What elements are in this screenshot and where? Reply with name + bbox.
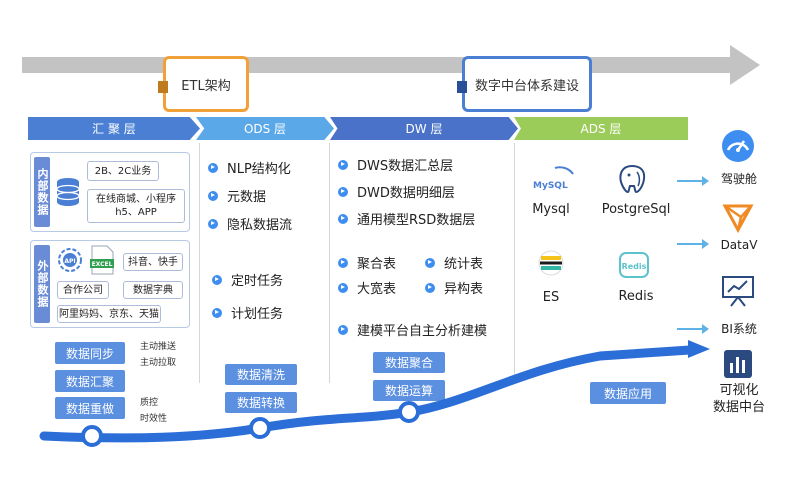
layer-bar-dw: DW 层 (330, 117, 518, 140)
redis-icon: Redis (619, 252, 649, 278)
arrow-bullet-icon (338, 213, 348, 224)
svg-text:EXCEL: EXCEL (92, 261, 113, 268)
etl-stage-box: ETL架构 (158, 56, 249, 112)
output-visual-platform: 可视化 数据中台 (712, 383, 765, 415)
arrow-bullet-icon (338, 324, 348, 335)
data-clean-button[interactable]: 数据清洗 (225, 364, 297, 385)
output-cockpit: 驾驶舱 (720, 172, 757, 186)
arrow-bullet-icon (212, 307, 222, 318)
datav-triangle-icon (722, 204, 754, 234)
arrow-bullet-icon (425, 282, 435, 293)
database-icon (56, 178, 80, 206)
data-compute-button[interactable]: 数据运算 (373, 380, 445, 401)
layer-label-collect: 汇 聚 层 (92, 122, 136, 136)
sync-note-pull: 主动拉取 (140, 358, 177, 368)
arrow-bullet-icon (338, 186, 348, 197)
ads-item-es: ES (542, 290, 560, 305)
data-sync-button[interactable]: 数据同步 (55, 342, 125, 364)
arrow-bullet-icon (208, 218, 218, 229)
svg-text:Redis: Redis (622, 262, 647, 271)
elasticsearch-icon (538, 250, 564, 276)
ods-item-metadata: 元数据 (208, 186, 266, 205)
internal-item-business: 2B、2C业务 (87, 161, 159, 181)
external-data-box: 外部数据 API EXCEL 抖音、快手 合作公司 数据字典 阿里妈妈、京东、天… (30, 240, 190, 328)
ads-item-mysql: Mysql (532, 202, 570, 217)
data-rework-button[interactable]: 数据重做 (55, 397, 125, 419)
ads-item-redis: Redis (618, 289, 654, 304)
external-data-label: 外部数据 (34, 245, 50, 323)
column-divider (514, 143, 515, 383)
output-datav: DataV (720, 238, 758, 252)
arrow-bullet-icon (208, 190, 218, 201)
layer-label-ads: ADS 层 (580, 122, 622, 136)
dw-item-modeling: 建模平台自主分析建模 (338, 320, 487, 339)
dw-table-wide: 大宽表 (338, 278, 396, 297)
rework-note-timeliness: 时效性 (140, 414, 168, 424)
dw-build-stage-box: 数字中台体系建设 (457, 56, 592, 112)
data-gather-button[interactable]: 数据汇聚 (55, 370, 125, 392)
dw-build-stage-label: 数字中台体系建设 (474, 78, 579, 94)
output-bi: BI系统 (721, 322, 757, 336)
arrow-bullet-icon (338, 159, 348, 170)
dw-table-aggregate: 聚合表 (338, 253, 396, 272)
ods-item-planned: 计划任务 (212, 303, 283, 322)
external-item-ecommerce: 阿里妈妈、京东、天猫 (57, 305, 161, 323)
dw-build-tab (457, 81, 467, 93)
output-arrow (677, 176, 709, 186)
column-divider (329, 143, 330, 383)
layer-bar-collect: 汇 聚 层 (28, 117, 200, 140)
svg-text:MySQL: MySQL (533, 181, 568, 191)
internal-item-channels: 在线商城、小程序 h5、APP (87, 189, 185, 223)
ods-item-privacy: 隐私数据流 (208, 214, 292, 233)
excel-icon: EXCEL (90, 245, 114, 275)
arrow-bullet-icon (212, 274, 222, 285)
rework-note-qc: 质控 (140, 398, 159, 408)
arrow-bullet-icon (425, 257, 435, 268)
etl-tab (158, 81, 168, 93)
data-application-button[interactable]: 数据应用 (590, 382, 666, 404)
sync-note-push: 主动推送 (140, 342, 177, 352)
dw-item-dwd: DWD数据明细层 (338, 182, 455, 201)
external-item-douyin: 抖音、快手 (123, 253, 183, 271)
dw-item-dws: DWS数据汇总层 (338, 155, 453, 174)
output-arrow (677, 239, 709, 249)
dashboard-gauge-icon (722, 130, 754, 162)
layer-bar-ods: ODS 层 (196, 117, 334, 140)
dw-item-rsd: 通用模型RSD数据层 (338, 209, 475, 228)
internal-data-box: 内部数据 2B、2C业务 在线商城、小程序 h5、APP (30, 152, 190, 232)
etl-stage-label: ETL架构 (181, 78, 231, 94)
ods-item-nlp: NLP结构化 (208, 158, 291, 177)
layer-label-ods: ODS 层 (243, 122, 287, 136)
arrow-bullet-icon (338, 282, 348, 293)
external-item-partners: 合作公司 (57, 281, 109, 299)
ods-item-scheduled: 定时任务 (212, 270, 283, 289)
postgresql-elephant-icon (619, 164, 646, 194)
internal-data-label: 内部数据 (34, 157, 50, 227)
arrow-bullet-icon (338, 257, 348, 268)
data-transform-button[interactable]: 数据转换 (225, 392, 297, 413)
svg-text:API: API (64, 258, 75, 265)
bi-chart-board-icon (722, 276, 754, 307)
data-aggregate-button[interactable]: 数据聚合 (373, 352, 445, 373)
external-item-dictionary: 数据字典 (123, 281, 183, 299)
visualization-bar-icon (724, 350, 752, 378)
column-divider (199, 143, 200, 383)
dw-table-statistics: 统计表 (425, 253, 483, 272)
ads-item-postgresql: PostgreSql (601, 202, 671, 217)
layer-label-dw: DW 层 (405, 122, 443, 136)
output-arrow (677, 324, 709, 334)
layer-bar-ads: ADS 层 (514, 117, 688, 140)
arrow-bullet-icon (208, 162, 218, 173)
dw-table-heterogeneous: 异构表 (425, 278, 483, 297)
api-icon: API (58, 248, 82, 272)
mysql-logo-icon: MySQL (533, 166, 574, 191)
